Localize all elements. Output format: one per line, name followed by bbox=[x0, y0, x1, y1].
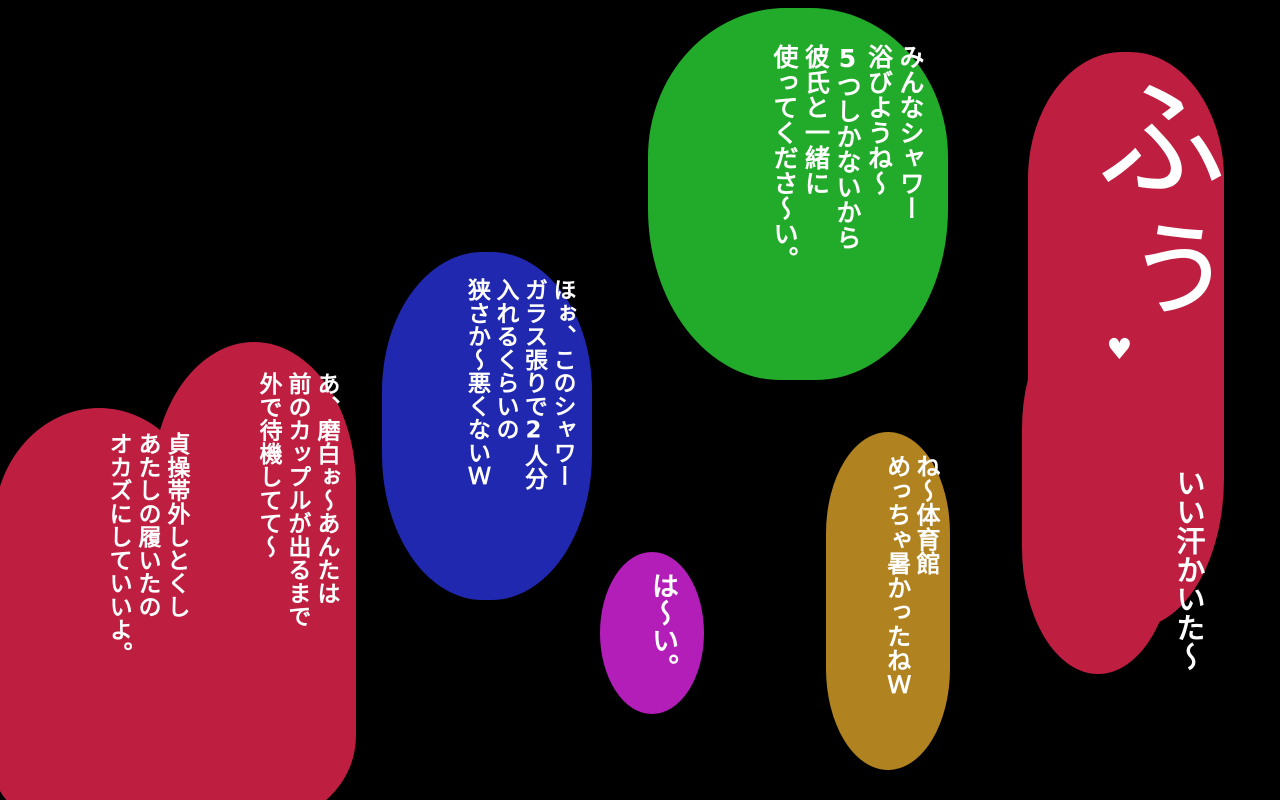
bubble-shape-red-left bbox=[0, 408, 204, 800]
speech-text-blue: ほぉ、このシャワー ガラス張りで2人分 入れるくらいの 狭さか〜悪くないＷ bbox=[463, 278, 575, 491]
speech-text-red-right-line: いい汗かいた〜 bbox=[1171, 468, 1206, 671]
speech-bubble-green: みんなシャワー 浴びようね〜 5つしかないから 彼氏と一緒に 使ってくださ〜い。 bbox=[648, 8, 948, 380]
speech-text-green: みんなシャワー 浴びようね〜 5つしかないから 彼氏と一緒に 使ってくださ〜い。 bbox=[770, 44, 925, 272]
speech-bubble-gold: ね〜体育館 めっちゃ暑かったねＷ bbox=[826, 432, 950, 770]
bubble-shape-blue bbox=[382, 252, 592, 600]
speech-bubble-purple: は〜い。 bbox=[600, 552, 704, 714]
speech-bubble-blue: ほぉ、このシャワー ガラス張りで2人分 入れるくらいの 狭さか〜悪くないＷ bbox=[382, 252, 592, 600]
speech-text-red-left: 貞操帯外しとくし あたしの履いたの オカズにしていいよ。 bbox=[105, 432, 189, 665]
speech-bubble-red-left: 貞操帯外しとくし あたしの履いたの オカズにしていいよ。 bbox=[0, 408, 204, 800]
shout-text-fuu: ふぅ bbox=[1073, 70, 1227, 334]
bubble-shape-gold bbox=[826, 432, 950, 770]
speech-text-purple: は〜い。 bbox=[647, 572, 678, 682]
heart-icon: ♥ bbox=[1102, 332, 1137, 366]
bubble-shape-purple bbox=[600, 552, 704, 714]
speech-text-red-right: いい汗かいた〜 ♥ bbox=[1032, 332, 1241, 671]
speech-text-red-mid: あ、磨白ぉ〜あんたは 前のカップルが出るまで 外で待機してて〜 bbox=[255, 372, 339, 628]
speech-text-gold: ね〜体育館 めっちゃ暑かったねＷ bbox=[882, 454, 940, 697]
bubble-shape-green bbox=[648, 8, 948, 380]
speech-bubble-red-right-lobe bbox=[1022, 302, 1174, 674]
